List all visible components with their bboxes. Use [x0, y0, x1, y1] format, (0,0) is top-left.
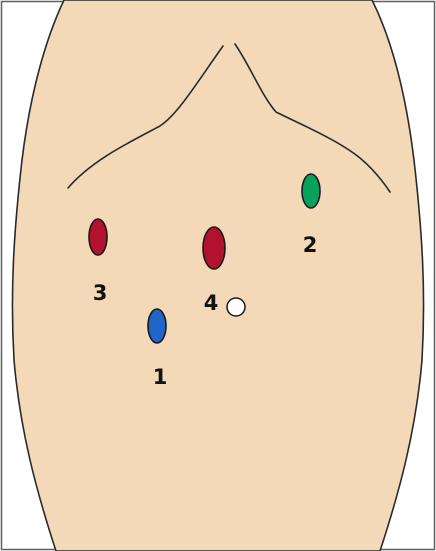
reference-point-circle [227, 298, 245, 316]
torso-body [12, 0, 423, 551]
marker-2-electrode [302, 174, 320, 208]
marker-2-label: 2 [303, 233, 318, 257]
marker-1-label: 1 [153, 365, 168, 389]
marker-3-electrode [89, 219, 107, 255]
marker-4-electrode [203, 227, 225, 269]
marker-3-label: 3 [93, 281, 108, 305]
marker-1-electrode [148, 309, 166, 343]
marker-4-label: 4 [204, 291, 219, 315]
